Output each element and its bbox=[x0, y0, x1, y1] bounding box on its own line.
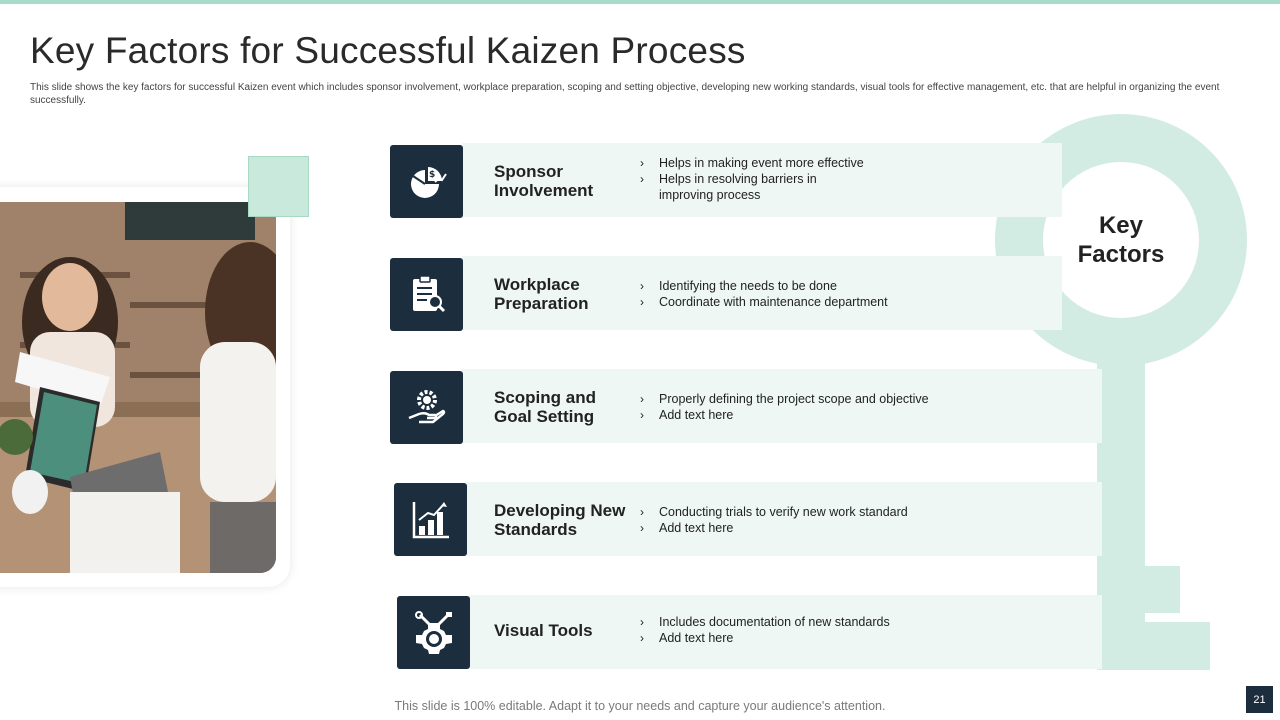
chevron-right-icon: › bbox=[640, 521, 644, 535]
factor-band-scoping bbox=[462, 369, 1102, 443]
chevron-right-icon: › bbox=[640, 408, 644, 422]
hand-gear-icon bbox=[390, 371, 463, 444]
chevron-right-icon: › bbox=[640, 172, 644, 186]
bullet-item: ›Helps in resolving barriers in improvin… bbox=[640, 172, 817, 202]
slide-subtitle: This slide shows the key factors for suc… bbox=[30, 82, 1220, 106]
page-number: 21 bbox=[1246, 686, 1273, 713]
factor-title: Workplace Preparation bbox=[494, 275, 589, 313]
key-tooth bbox=[1145, 622, 1210, 670]
factor-bullets: ›Includes documentation of new standards… bbox=[640, 614, 890, 646]
chevron-right-icon: › bbox=[640, 631, 644, 645]
factor-band-visual bbox=[469, 595, 1102, 669]
key-factors-label: Key Factors bbox=[1077, 212, 1165, 268]
key-center: Key Factors bbox=[1043, 162, 1199, 318]
meeting-photo bbox=[0, 202, 276, 573]
chevron-right-icon: › bbox=[640, 279, 644, 293]
factor-bullets: ›Conducting trials to verify new work st… bbox=[640, 504, 908, 536]
bullet-item: ›Includes documentation of new standards bbox=[640, 615, 890, 629]
factor-bullets: ›Properly defining the project scope and… bbox=[640, 391, 929, 423]
bullet-item: ›Conducting trials to verify new work st… bbox=[640, 505, 908, 519]
pie-chart-dollar-icon: $ bbox=[390, 145, 463, 218]
slide-title: Key Factors for Successful Kaizen Proces… bbox=[30, 30, 746, 71]
chevron-right-icon: › bbox=[640, 156, 644, 170]
bullet-item: ›Identifying the needs to be done bbox=[640, 279, 837, 293]
bullet-item: ›Helps in making event more effective bbox=[640, 156, 864, 170]
tools-gear-icon bbox=[397, 596, 470, 669]
factor-band-workplace bbox=[462, 256, 1062, 330]
bullet-item: ›Properly defining the project scope and… bbox=[640, 392, 929, 406]
top-accent-bar bbox=[0, 0, 1280, 4]
decorative-square bbox=[248, 156, 309, 217]
bullet-item: ›Add text here bbox=[640, 631, 734, 645]
chevron-right-icon: › bbox=[640, 615, 644, 629]
factor-title: Developing New Standards bbox=[494, 501, 626, 539]
checklist-magnifier-icon bbox=[390, 258, 463, 331]
chevron-right-icon: › bbox=[640, 295, 644, 309]
footer-note: This slide is 100% editable. Adapt it to… bbox=[394, 699, 886, 713]
factor-title: Sponsor Involvement bbox=[494, 162, 594, 200]
chevron-right-icon: › bbox=[640, 392, 644, 406]
key-shaft bbox=[1097, 340, 1145, 670]
chevron-right-icon: › bbox=[640, 505, 644, 519]
factor-band-sponsor bbox=[462, 143, 1062, 217]
bullet-item: ›Add text here bbox=[640, 521, 734, 535]
factor-bullets: ›Identifying the needs to be done ›Coord… bbox=[640, 278, 888, 310]
factor-band-standards bbox=[466, 482, 1102, 556]
factor-title: Scoping and Goal Setting bbox=[494, 388, 596, 426]
bullet-item: ›Add text here bbox=[640, 408, 734, 422]
factor-title: Visual Tools bbox=[494, 621, 593, 640]
growth-chart-icon bbox=[394, 483, 467, 556]
bullet-item: ›Coordinate with maintenance department bbox=[640, 295, 888, 309]
svg-text:$: $ bbox=[429, 170, 435, 180]
factor-bullets: ›Helps in making event more effective ›H… bbox=[640, 155, 864, 203]
key-tooth bbox=[1145, 566, 1180, 613]
